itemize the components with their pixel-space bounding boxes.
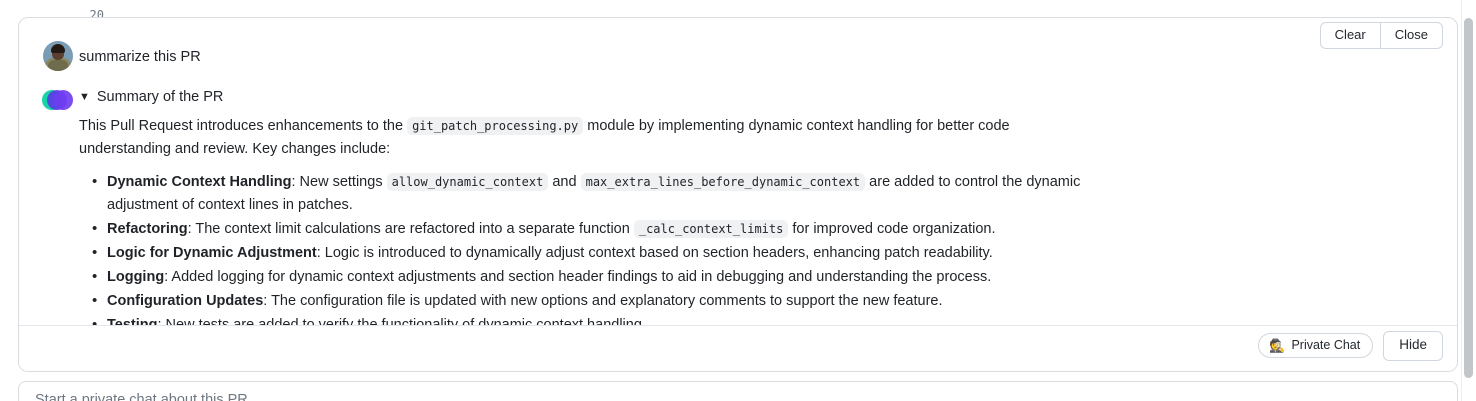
bullet-text-before: : Added logging for dynamic context adju… bbox=[164, 268, 992, 285]
bullet-text-before: : Logic is introduced to dynamically adj… bbox=[316, 244, 993, 261]
panel-action-button-group: Clear Close bbox=[1319, 22, 1443, 50]
inline-code-setting-1: allow_dynamic_context bbox=[386, 173, 549, 192]
list-item: Configuration Updates: The configuration… bbox=[92, 289, 1087, 313]
chat-message-user: summarize this PR bbox=[33, 40, 1433, 71]
detective-icon: 🕵️ bbox=[1269, 337, 1286, 353]
bullet-title: Refactoring bbox=[107, 221, 188, 238]
inline-code-function: _calc_context_limits bbox=[633, 220, 789, 239]
summary-bullet-list: Dynamic Context Handling: New settings a… bbox=[79, 170, 1433, 336]
bullet-text-after: for improved code organization. bbox=[792, 221, 996, 238]
clear-button[interactable]: Clear bbox=[1319, 22, 1380, 50]
avatar-column bbox=[33, 85, 79, 110]
avatar-hair-shape bbox=[51, 44, 65, 53]
summary-heading-label: Summary of the PR bbox=[96, 89, 224, 105]
bullet-text-before: : The configuration file is updated with… bbox=[263, 292, 943, 309]
list-item: Logging: Added logging for dynamic conte… bbox=[92, 265, 1087, 289]
inline-code-setting-2: max_extra_lines_before_dynamic_context bbox=[580, 173, 866, 192]
chat-messages-area: summarize this PR ▼ Summary of the PR bbox=[19, 18, 1457, 371]
summary-intro-paragraph: This Pull Request introduces enhancement… bbox=[79, 115, 1039, 160]
intro-text-part2: module by implementing dynamic context h… bbox=[79, 118, 1010, 157]
bullet-text-before: : New settings bbox=[291, 174, 383, 191]
ai-assistant-logo-icon bbox=[42, 90, 74, 110]
list-item: Dynamic Context Handling: New settings a… bbox=[92, 170, 1087, 217]
avatar-body-shape-inner bbox=[48, 60, 68, 71]
summary-disclosure-header[interactable]: ▼ Summary of the PR bbox=[79, 87, 1433, 107]
private-chat-composer[interactable]: Start a private chat about this PR bbox=[18, 381, 1458, 401]
diff-row: 20 29 original_lines = original_lines_or… bbox=[0, 0, 1476, 20]
bullet-title: Logic for Dynamic Adjustment bbox=[107, 244, 317, 261]
panel-footer-bar: 🕵️ Private Chat Hide bbox=[19, 325, 1457, 371]
scrollbar-thumb[interactable] bbox=[1464, 18, 1473, 378]
bullet-title: Configuration Updates bbox=[107, 292, 264, 309]
list-item: Logic for Dynamic Adjustment: Logic is i… bbox=[92, 241, 1087, 265]
composer-placeholder: Start a private chat about this PR bbox=[35, 392, 248, 401]
chat-overlay-panel: summarize this PR ▼ Summary of the PR bbox=[18, 17, 1458, 372]
user-message-body: summarize this PR bbox=[79, 40, 1433, 68]
close-button[interactable]: Close bbox=[1379, 22, 1443, 50]
hide-button[interactable]: Hide bbox=[1383, 331, 1443, 361]
user-message-text: summarize this PR bbox=[79, 49, 201, 65]
private-chat-badge[interactable]: 🕵️ Private Chat bbox=[1258, 333, 1374, 359]
bullet-title: Dynamic Context Handling bbox=[107, 174, 292, 191]
avatar-column bbox=[33, 40, 79, 71]
private-chat-label: Private Chat bbox=[1291, 338, 1361, 353]
chevron-down-icon[interactable]: ▼ bbox=[79, 90, 90, 103]
bullet-title: Logging bbox=[107, 268, 165, 285]
intro-text-part1: This Pull Request introduces enhancement… bbox=[79, 118, 404, 135]
bullet-text-after: are added to control the dynamic adjustm… bbox=[107, 174, 1081, 214]
footer-actions: 🕵️ Private Chat Hide bbox=[1258, 331, 1443, 361]
list-item: Refactoring: The context limit calculati… bbox=[92, 217, 1087, 241]
user-avatar bbox=[43, 41, 73, 71]
bullet-text-middle: and bbox=[552, 174, 577, 191]
bullet-text-before: : The context limit calculations are ref… bbox=[187, 221, 630, 238]
inline-code-module: git_patch_processing.py bbox=[407, 117, 584, 136]
logo-blob-violet bbox=[53, 90, 73, 110]
vertical-scrollbar[interactable] bbox=[1461, 0, 1476, 401]
